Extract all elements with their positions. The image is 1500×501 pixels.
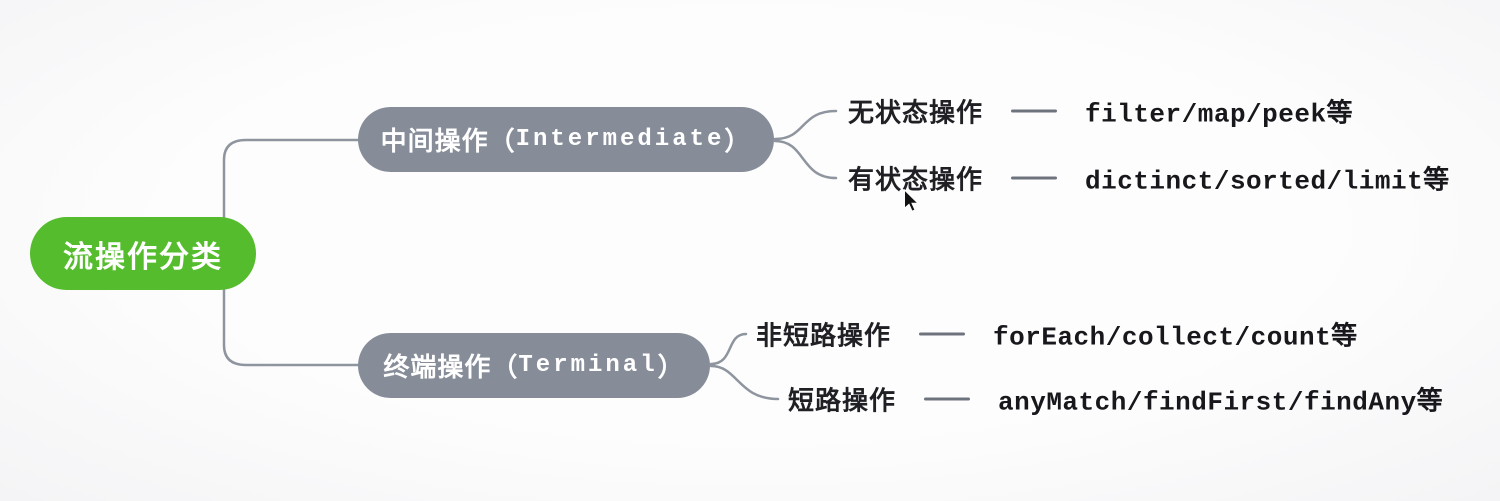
leaf-stateless-operations[interactable]: 无状态操作 filter/map/peek等 bbox=[848, 93, 1353, 130]
connector-root-to-intermediate bbox=[222, 138, 362, 252]
leaf-label-nonshortcircuit: 非短路操作 bbox=[756, 320, 892, 351]
connector-terminal-to-shortcircuit bbox=[709, 364, 780, 401]
leaf-nonshortcircuit-operations[interactable]: 非短路操作 forEach/collect/count等 bbox=[756, 316, 1358, 353]
leaf-label-stateful: 有状态操作 bbox=[848, 164, 984, 195]
branch-intermediate-title-suffix: ） bbox=[724, 126, 752, 156]
leaf-shortcircuit-operations[interactable]: 短路操作 anyMatch/findFirst/findAny等 bbox=[788, 381, 1443, 418]
leaf-dash-line bbox=[924, 397, 971, 401]
leaf-code-nonshortcircuit: forEach/collect/count等 bbox=[993, 322, 1358, 353]
leaf-stateful-operations[interactable]: 有状态操作 dictinct/sorted/limit等 bbox=[848, 160, 1450, 197]
branch-terminal-title-suffix: ） bbox=[657, 352, 685, 382]
branch-node-intermediate[interactable]: 中间操作（Intermediate） bbox=[358, 107, 774, 172]
connector-root-to-terminal bbox=[222, 254, 362, 367]
leaf-dash-line bbox=[1011, 109, 1058, 113]
connector-intermediate-to-stateless bbox=[773, 109, 838, 141]
leaf-dash-line bbox=[919, 332, 966, 336]
root-node-stream-classification[interactable]: 流操作分类 bbox=[30, 217, 256, 290]
leaf-label-shortcircuit: 短路操作 bbox=[788, 385, 897, 416]
branch-intermediate-title-english: Intermediate bbox=[515, 126, 725, 153]
leaf-code-stateless: filter/map/peek等 bbox=[1085, 99, 1354, 130]
root-node-label: 流操作分类 bbox=[63, 240, 223, 274]
mouse-cursor-icon bbox=[904, 189, 920, 212]
connector-terminal-to-nonshortcircuit bbox=[709, 332, 748, 366]
branch-terminal-title-english: Terminal bbox=[518, 352, 658, 379]
leaf-code-stateful: dictinct/sorted/limit等 bbox=[1085, 166, 1450, 197]
connector-intermediate-to-stateful bbox=[773, 139, 838, 180]
leaf-dash-line bbox=[1011, 176, 1058, 180]
leaf-code-shortcircuit: anyMatch/findFirst/findAny等 bbox=[998, 387, 1444, 418]
leaf-label-stateless: 无状态操作 bbox=[848, 97, 984, 128]
branch-intermediate-title-prefix: 中间操作（ bbox=[380, 126, 516, 156]
branch-node-terminal[interactable]: 终端操作（Terminal） bbox=[358, 333, 710, 398]
branch-terminal-title-prefix: 终端操作（ bbox=[383, 352, 519, 382]
